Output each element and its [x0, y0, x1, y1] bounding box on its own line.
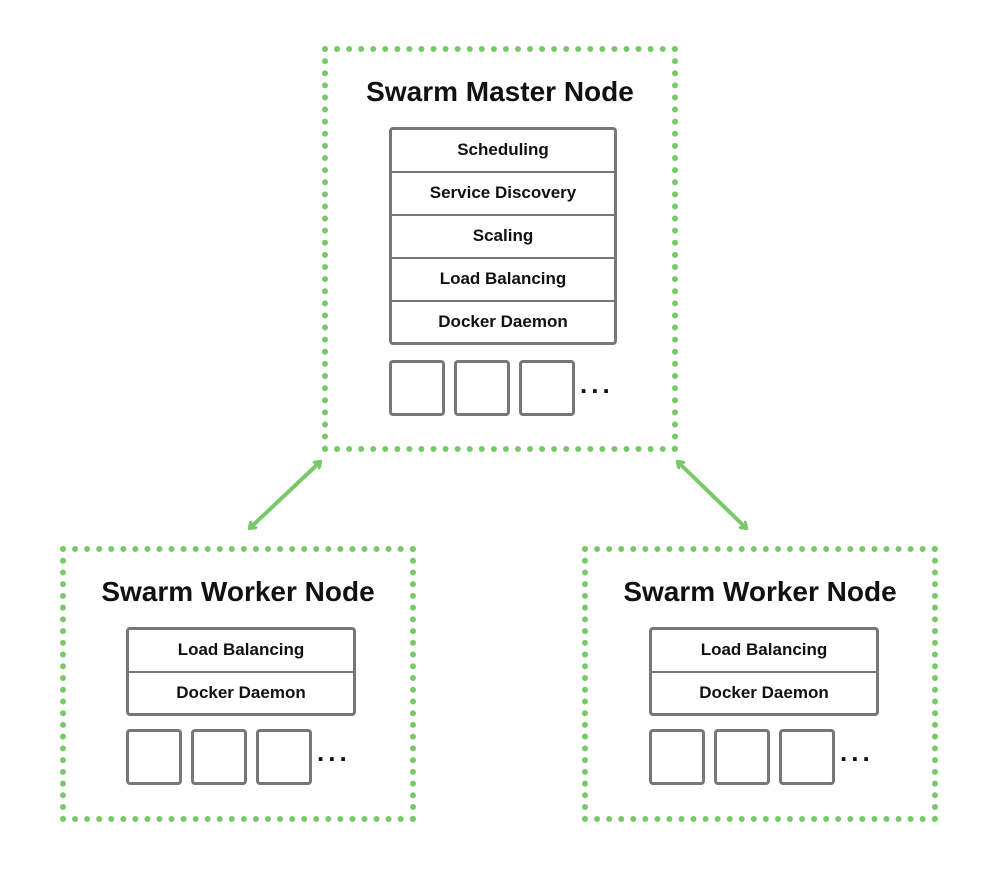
service-docker-daemon: Docker Daemon	[438, 312, 568, 331]
service-docker-daemon: Docker Daemon	[699, 683, 829, 702]
master-worker-left-arrow	[250, 462, 320, 528]
worker-node-left: Swarm Worker Node Load Balancing Docker …	[60, 546, 416, 822]
container-box	[649, 729, 705, 785]
service-load-balancing: Load Balancing	[392, 259, 614, 302]
master-worker-right-arrow	[678, 462, 746, 528]
service-service-discovery: Service Discovery	[392, 173, 614, 216]
container-box	[389, 360, 445, 416]
container-box	[191, 729, 247, 785]
worker-node-right: Swarm Worker Node Load Balancing Docker …	[582, 546, 938, 822]
service-load-balancing: Load Balancing	[129, 630, 353, 673]
worker-service-stack: Load Balancing Docker Daemon	[649, 627, 879, 716]
more-containers-ellipsis: ...	[317, 737, 351, 767]
service-scaling: Scaling	[392, 216, 614, 259]
more-containers-ellipsis: ...	[580, 369, 614, 399]
container-box	[454, 360, 510, 416]
container-box	[126, 729, 182, 785]
container-box	[779, 729, 835, 785]
container-box	[256, 729, 312, 785]
more-containers-ellipsis: ...	[840, 737, 874, 767]
worker-node-title: Swarm Worker Node	[623, 576, 897, 607]
service-docker-daemon: Docker Daemon	[176, 683, 306, 702]
container-box	[714, 729, 770, 785]
worker-service-stack: Load Balancing Docker Daemon	[126, 627, 356, 716]
master-node-title: Swarm Master Node	[366, 76, 634, 107]
worker-node-title: Swarm Worker Node	[101, 576, 375, 607]
service-scheduling: Scheduling	[392, 130, 614, 173]
service-load-balancing: Load Balancing	[652, 630, 876, 673]
container-box	[519, 360, 575, 416]
master-node: Swarm Master Node Scheduling Service Dis…	[322, 46, 678, 452]
master-service-stack: Scheduling Service Discovery Scaling Loa…	[389, 127, 617, 345]
